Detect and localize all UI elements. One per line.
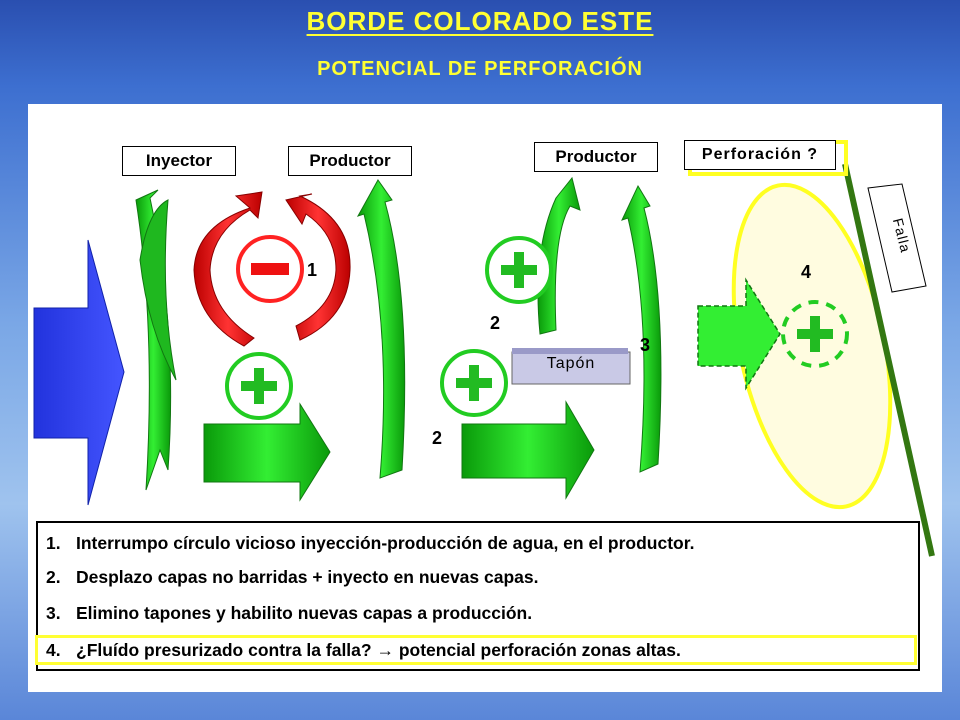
red-cycle-arrow-right <box>285 193 351 341</box>
inyector-label: Inyector <box>122 146 236 176</box>
page-title: BORDE COLORADO ESTE <box>306 6 654 36</box>
productor-label-1: Productor <box>288 146 412 176</box>
step-number-2a: 2 <box>490 313 501 333</box>
step-number-2b: 2 <box>432 428 443 448</box>
legend-item-2: 2.Desplazo capas no barridas + inyecto e… <box>46 567 539 587</box>
green-flow-arrow-1 <box>203 402 331 502</box>
plus-icon <box>797 316 833 352</box>
legend-item-1: 1.Interrumpo círculo vicioso inyección-p… <box>46 533 695 553</box>
minus-icon <box>251 263 289 275</box>
blue-injection-arrow <box>33 239 125 506</box>
dashed-green-arrow <box>697 277 781 391</box>
green-flow-arrow-2 <box>461 400 595 500</box>
plus-icon <box>241 368 277 404</box>
productor2-right-curve-arrow <box>621 184 662 473</box>
productor-label-2: Productor <box>534 142 658 172</box>
tapon-box <box>511 351 631 385</box>
tapon-label: Tapón <box>546 355 596 372</box>
injector-curve-arrow-left <box>139 199 177 381</box>
plus-circle-dashed <box>781 300 849 368</box>
step-number-3: 3 <box>640 335 651 355</box>
fault-line <box>842 163 935 557</box>
legend-item-3: 3.Elimino tapones y habilito nuevas capa… <box>46 603 533 623</box>
legend-item-4: 4.¿Fluído presurizado contra la falla? →… <box>46 640 681 660</box>
plus-icon <box>501 252 537 288</box>
legend-item-4-highlight <box>35 635 917 665</box>
plus-icon <box>456 365 492 401</box>
step-number-4: 4 <box>801 262 812 282</box>
producer-curve-arrow <box>356 179 406 479</box>
legend-box: 1.Interrumpo círculo vicioso inyección-p… <box>35 521 920 671</box>
red-cycle-arrow-left <box>193 191 263 347</box>
perforacion-label: Perforación ? <box>684 140 836 170</box>
step-number-1: 1 <box>307 260 318 280</box>
productor2-left-curve-arrow <box>537 176 581 335</box>
page-subtitle: POTENCIAL DE PERFORACIÓN <box>317 58 643 80</box>
falla-box <box>867 183 927 293</box>
